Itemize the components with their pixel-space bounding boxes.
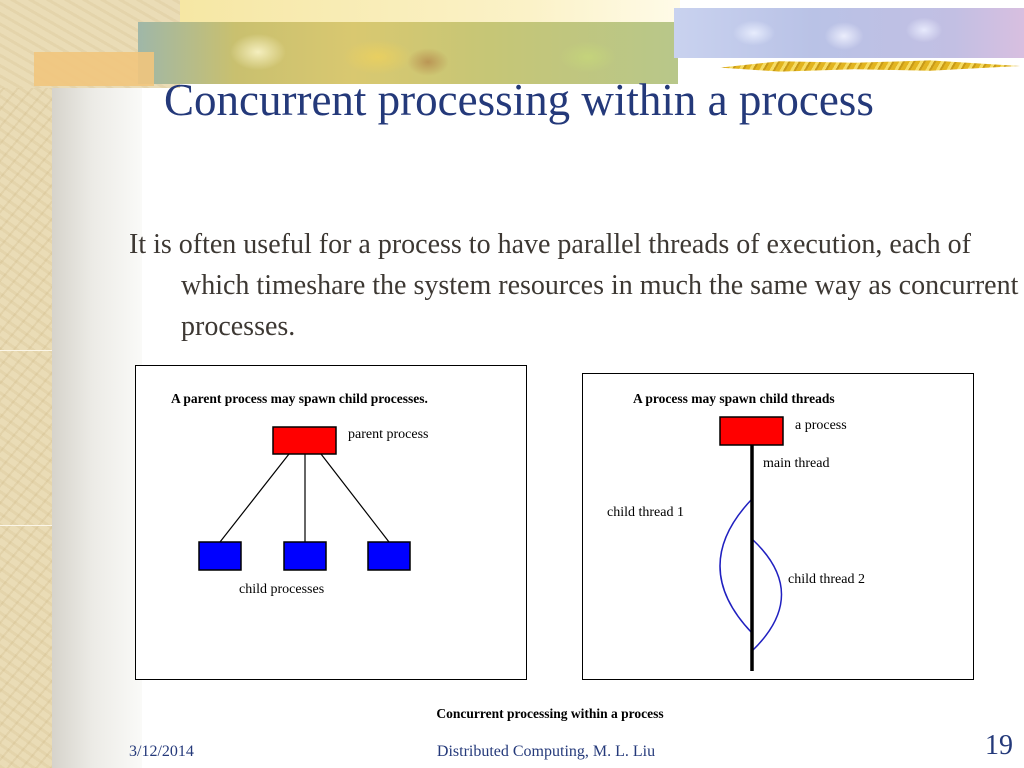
side-shadow <box>52 88 142 768</box>
header-blue-image <box>674 8 1024 58</box>
child-thread-1-label: child thread 1 <box>607 505 684 520</box>
thread-diagram <box>719 416 784 671</box>
figure-title: A process may spawn child threads <box>633 391 835 406</box>
child-thread-2-label: child thread 2 <box>788 572 865 587</box>
page-number: 19 <box>985 730 1013 761</box>
child-process-box <box>367 541 411 571</box>
strip-seam <box>0 350 52 351</box>
figure-child-threads: A process may spawn child threads a proc… <box>582 373 974 680</box>
child-process-box <box>283 541 327 571</box>
textured-side-strip <box>0 0 52 768</box>
process-label: a process <box>795 418 847 433</box>
parent-process-box <box>272 426 337 455</box>
child-process-box <box>198 541 242 571</box>
header-leaf-image <box>138 22 678 84</box>
footer-author: Distributed Computing, M. L. Liu <box>436 743 656 760</box>
child-thread-1-arc <box>719 498 753 634</box>
wheat-ornament <box>720 60 1020 72</box>
footer-date: 3/12/2014 <box>129 743 194 760</box>
child-processes-label: child processes <box>239 582 325 597</box>
parent-process-label: parent process <box>348 427 429 442</box>
main-thread-label: main thread <box>763 456 830 471</box>
slide-title: Concurrent processing within a process <box>164 75 874 125</box>
child-thread-2-arc <box>751 538 783 652</box>
figure-caption: Concurrent processing within a process <box>436 706 664 721</box>
strip-seam <box>0 525 52 526</box>
figure-child-processes: A parent process may spawn child process… <box>135 365 527 680</box>
process-box <box>719 416 784 446</box>
process-tree-diagram <box>198 426 411 571</box>
figure-title: A parent process may spawn child process… <box>171 391 428 406</box>
body-paragraph: It is often useful for a process to have… <box>129 229 1019 342</box>
header-yellow-band <box>180 0 680 22</box>
header-orange-band <box>34 52 154 86</box>
